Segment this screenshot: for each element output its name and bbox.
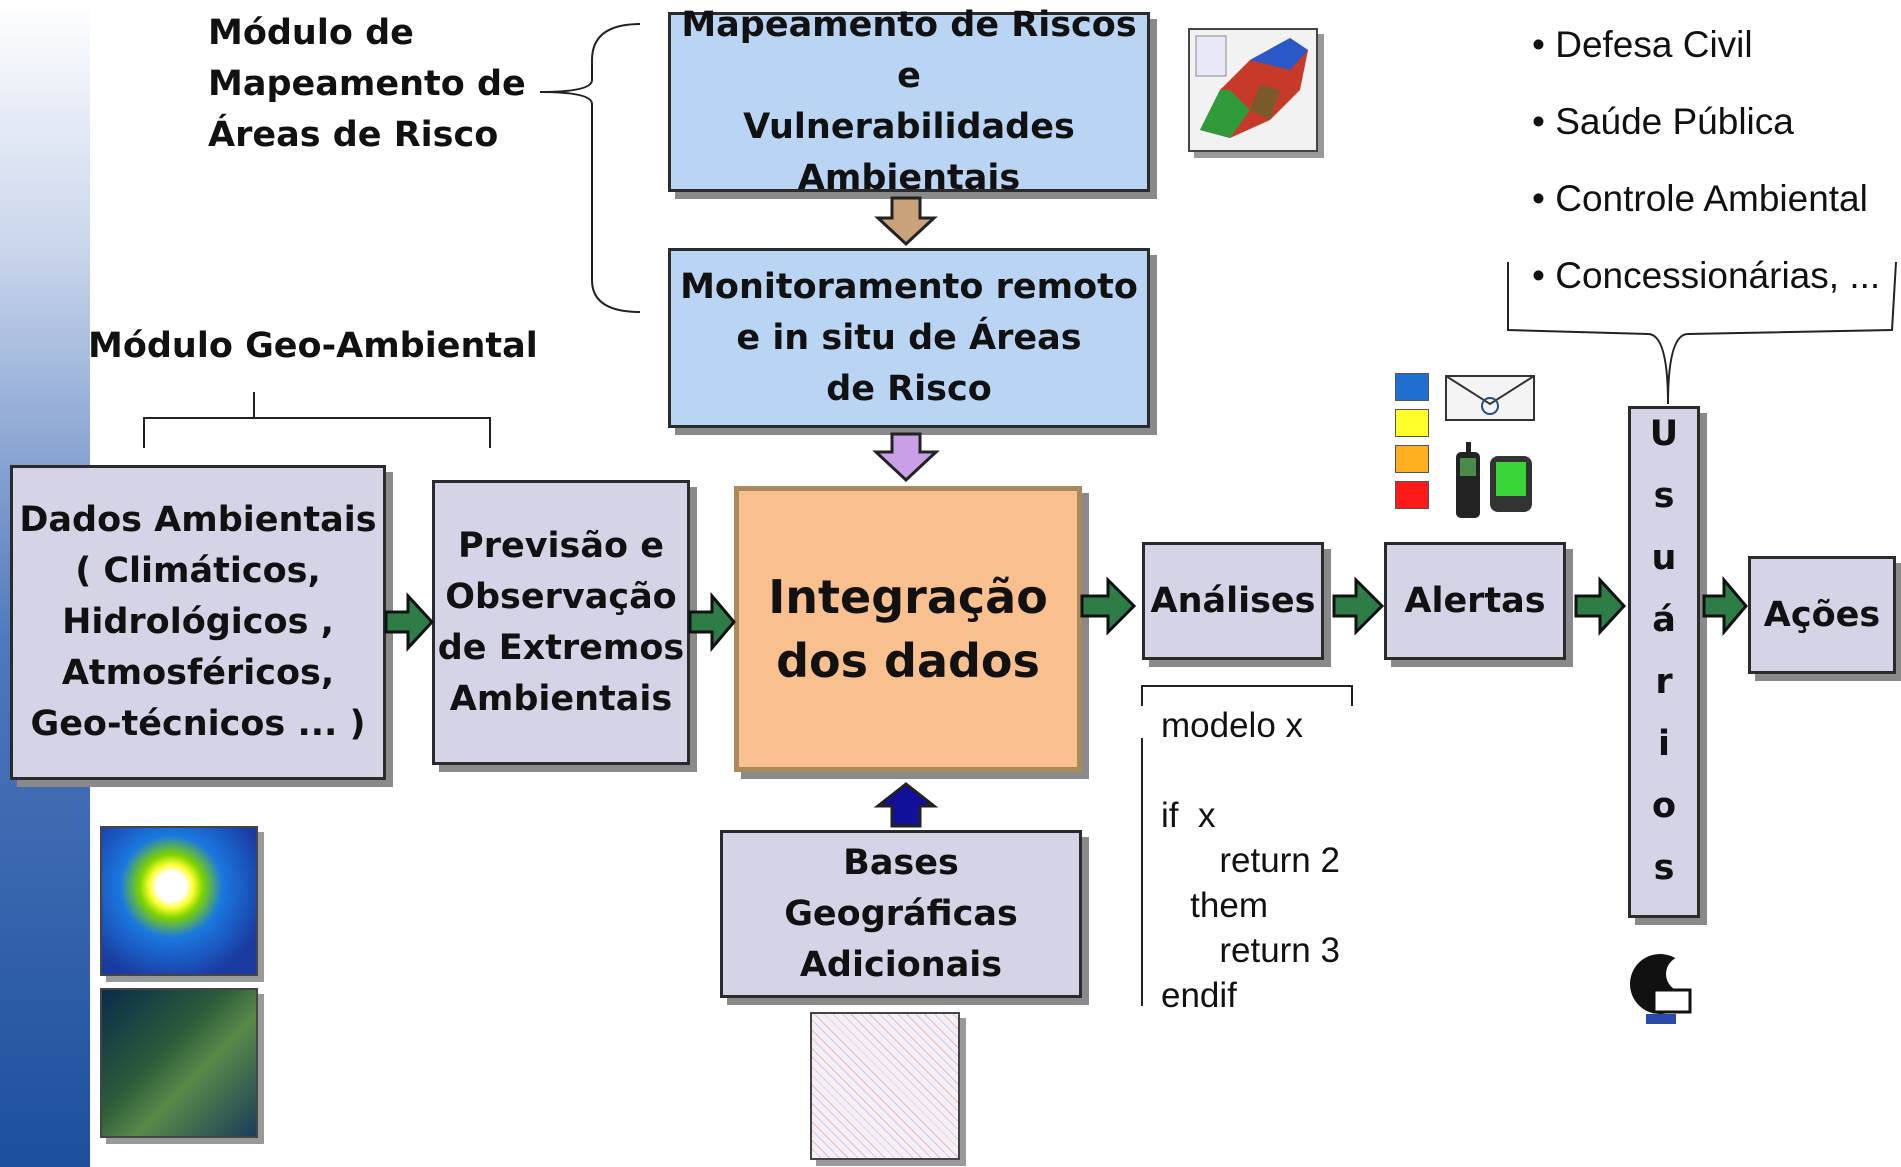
code-line: return 2 (1161, 841, 1340, 880)
alert-color-blue (1395, 373, 1429, 401)
users-box: Usuários (1628, 406, 1700, 918)
module-geo-label: Módulo Geo-Ambiental (88, 326, 538, 366)
forecast-box: Previsão e Observação de Extremos Ambien… (432, 480, 690, 765)
monitoring-box: Monitoramento remoto e in situ de Áreas … (668, 248, 1150, 428)
mapping-down-arrow (874, 196, 938, 247)
users-list-item: • Controle Ambiental (1532, 178, 1868, 219)
flow-arrow-4 (1332, 576, 1385, 636)
monitoring-box-text: Monitoramento remoto e in situ de Áreas … (680, 266, 1138, 409)
env-data-box-text: Dados Ambientais ( Climáticos, Hidrológi… (19, 500, 377, 744)
email-icon (1445, 375, 1535, 421)
actions-box-text: Ações (1763, 595, 1881, 635)
code-line: endif (1161, 976, 1237, 1015)
forecast-box-text: Previsão e Observação de Extremos Ambien… (437, 525, 685, 719)
users-box-text: Usuários (1644, 414, 1684, 910)
mapping-module-brace (539, 23, 641, 313)
flow-arrow-2 (688, 591, 736, 653)
users-icon (1630, 954, 1702, 1024)
alerts-box-text: Alertas (1404, 581, 1546, 621)
flow-arrow-5 (1574, 576, 1627, 636)
code-line: if x (1161, 796, 1216, 835)
geo-bases-box: Bases Geográficas Adicionais (720, 830, 1082, 998)
geo-map-thumbnail (810, 1012, 960, 1160)
geo-up-arrow (873, 782, 939, 828)
users-list-item: • Concessionárias, ... (1532, 255, 1881, 296)
analysis-brace (1141, 685, 1353, 706)
geo-module-brace (143, 392, 491, 448)
alerts-box: Alertas (1384, 542, 1566, 660)
analyses-box-text: Análises (1150, 581, 1316, 621)
alert-color-red (1395, 481, 1429, 509)
actions-box: Ações (1748, 556, 1896, 674)
alert-color-orange (1395, 445, 1429, 473)
pda-icon (1490, 456, 1532, 512)
users-list-item: • Defesa Civil (1532, 24, 1753, 65)
integration-box: Integração dos dados (734, 486, 1082, 772)
cellphone-icon (1456, 442, 1480, 518)
code-line: modelo x (1161, 706, 1304, 745)
code-line: return 3 (1161, 931, 1340, 970)
users-list-item: • Saúde Pública (1532, 101, 1794, 142)
satellite-thumbnail-2 (100, 988, 258, 1138)
env-data-box: Dados Ambientais ( Climáticos, Hidrológi… (10, 465, 386, 780)
risk-map-thumbnail (1188, 28, 1318, 152)
alert-color-yellow (1395, 409, 1429, 437)
module-mapping-label: Módulo de Mapeamento de Áreas de Risco (208, 13, 526, 155)
mapping-box-text: Mapeamento de Riscos e Vulnerabilidades … (681, 5, 1137, 198)
code-line: them (1161, 886, 1268, 925)
monitor-down-arrow (872, 432, 940, 483)
flow-arrow-3 (1080, 576, 1137, 636)
users-brace (1507, 261, 1897, 405)
analyses-box: Análises (1142, 542, 1324, 660)
geo-bases-box-text: Bases Geográficas Adicionais (784, 842, 1018, 985)
flow-arrow-1 (384, 592, 435, 652)
satellite-thumbnail-1 (100, 826, 258, 976)
flow-arrow-6 (1702, 575, 1748, 637)
integration-box-text: Integração dos dados (768, 570, 1048, 688)
mapping-box: Mapeamento de Riscos e Vulnerabilidades … (668, 5, 1150, 198)
